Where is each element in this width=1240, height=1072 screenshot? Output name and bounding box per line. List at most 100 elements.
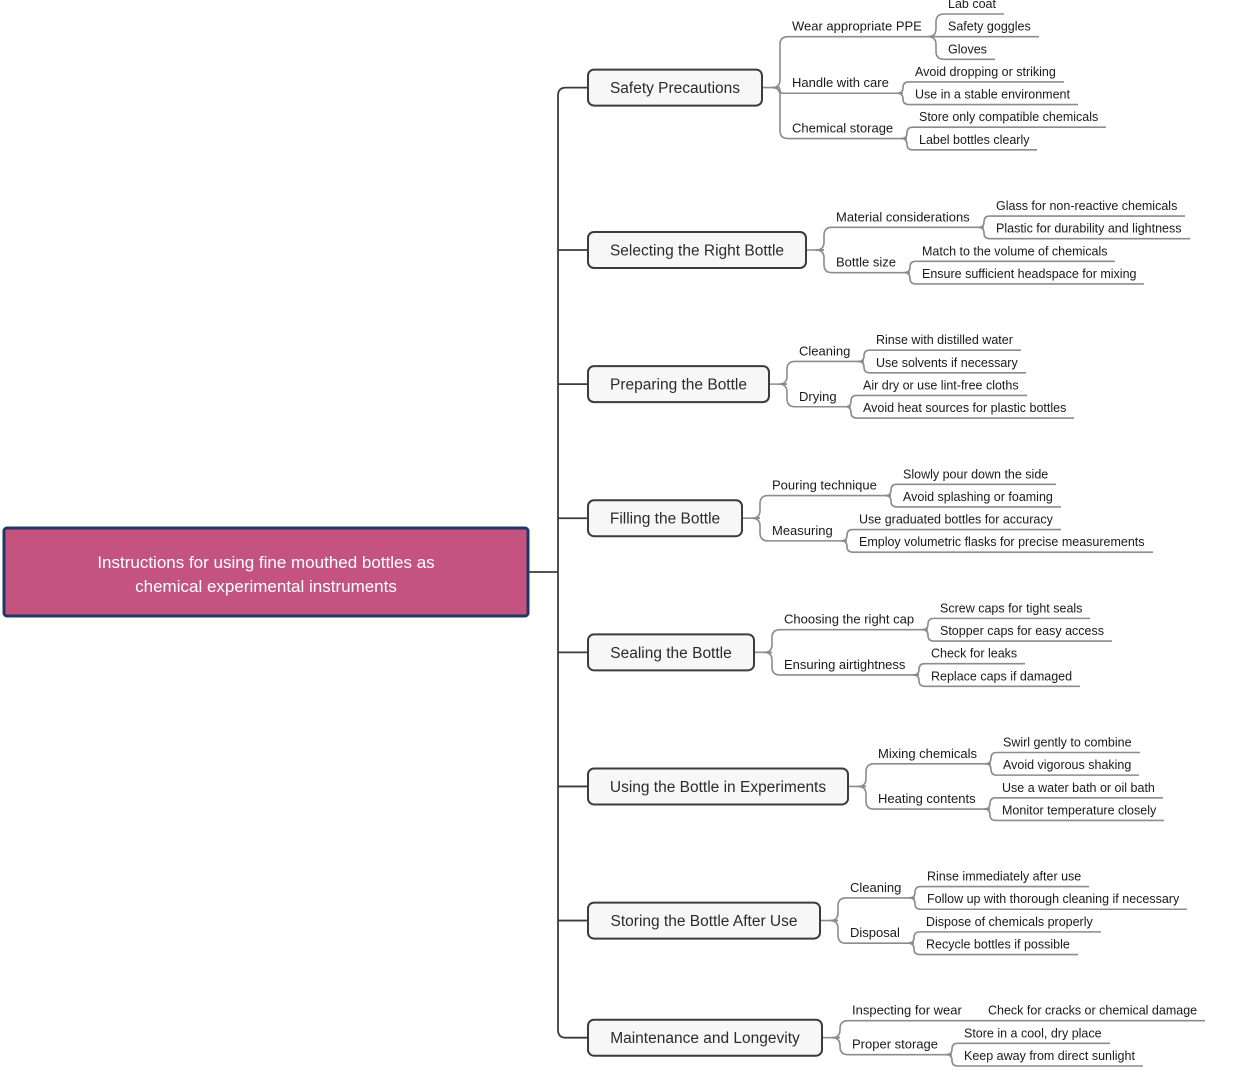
mindmap-node-level3[interactable]: Swirl gently to combine [1003,735,1132,749]
level3-label: Replace caps if damaged [931,669,1072,683]
mindmap-node-level3[interactable]: Avoid splashing or foaming [903,490,1053,504]
level3-connector [900,137,1037,151]
mindmap-node-level1[interactable]: Selecting the Right Bottle [587,231,807,270]
mindmap-node-level3[interactable]: Store only compatible chemicals [919,110,1098,124]
mindmap-node-level3[interactable]: Avoid dropping or striking [915,65,1056,79]
level3-label: Lab coat [948,0,996,11]
mindmap-node-level3[interactable]: Check for cracks or chemical damage [988,1004,1197,1018]
mindmap-node-level3[interactable]: Rinse immediately after use [927,870,1081,884]
mindmap-node-level2[interactable]: Chemical storage [792,121,893,136]
level3-connector [908,897,1187,911]
mindmap-node-level1[interactable]: Storing the Bottle After Use [587,901,821,940]
level3-connector [896,92,1078,106]
mindmap-node-level3[interactable]: Follow up with thorough cleaning if nece… [927,892,1180,906]
level3-label: Store only compatible chemicals [919,110,1098,124]
mindmap-node-level3[interactable]: Ensure sufficient headspace for mixing [922,267,1137,281]
mindmap-node-level3[interactable]: Gloves [948,42,987,56]
mindmap-node-level3[interactable]: Screw caps for tight seals [940,601,1082,615]
mindmap-node-level3[interactable]: Lab coat [948,0,996,11]
level3-connector [907,942,1078,956]
level3-label: Match to the volume of chemicals [922,244,1108,258]
level1-box[interactable] [587,1018,823,1057]
mindmap-node-level2[interactable]: Ensuring airtightness [784,657,906,672]
mindmap-node-level1[interactable]: Preparing the Bottle [587,365,770,404]
level3-label: Follow up with thorough cleaning if nece… [927,892,1180,906]
mindmap-node-level3[interactable]: Plastic for durability and lightness [996,222,1182,236]
level1-box[interactable] [587,231,807,270]
level1-box[interactable] [587,767,849,806]
mindmap-node-level3[interactable]: Employ volumetric flasks for precise mea… [859,535,1145,549]
mindmap-node-level3[interactable]: Keep away from direct sunlight [964,1049,1135,1063]
root-box[interactable] [2,526,530,618]
mindmap-node-level1[interactable]: Safety Precautions [587,68,763,107]
mindmap-node-level3[interactable]: Rinse with distilled water [876,333,1013,347]
mindmap-node-level3[interactable]: Safety goggles [948,20,1031,34]
mindmap-node-level2[interactable]: Wear appropriate PPE [792,19,922,34]
level3-label: Avoid vigorous shaking [1003,758,1131,772]
level1-box[interactable] [587,499,743,538]
mindmap-node-level3[interactable]: Stopper caps for easy access [940,624,1104,638]
level2-connector [763,628,928,654]
root-label-line1: Instructions for using fine mouthed bott… [97,553,434,572]
mindmap-node-level3[interactable]: Slowly pour down the side [903,467,1048,481]
mindmap-node-level3[interactable]: Use in a stable environment [915,88,1070,102]
mindmap-node-level3[interactable]: Match to the volume of chemicals [922,244,1108,258]
level2-label: Choosing the right cap [784,612,914,627]
mindmap-node-level3[interactable]: Check for leaks [931,647,1017,661]
mindmap-node-level2[interactable]: Drying [799,389,837,404]
level1-box[interactable] [587,365,770,404]
mindmap-node-level2[interactable]: Handle with care [792,75,889,90]
mindmap-node-level3[interactable]: Avoid vigorous shaking [1003,758,1131,772]
mindmap-node-level2[interactable]: Bottle size [836,255,896,270]
mindmap-node-level3[interactable]: Replace caps if damaged [931,669,1072,683]
mindmap-node-level2[interactable]: Cleaning [799,343,850,358]
mindmap-node-level2[interactable]: Choosing the right cap [784,612,914,627]
mindmap-node-level3[interactable]: Air dry or use lint-free cloths [863,378,1019,392]
mindmap-node-level2[interactable]: Material considerations [836,209,970,224]
level2-label: Chemical storage [792,121,893,136]
mindmap-node-level3[interactable]: Label bottles clearly [919,133,1030,147]
mindmap-node-level2[interactable]: Mixing chemicals [878,746,977,761]
mindmap-node-level3[interactable]: Store in a cool, dry place [964,1026,1102,1040]
level1-box[interactable] [587,901,821,940]
mindmap-node-level2[interactable]: Heating contents [878,791,976,806]
level2-label: Measuring [772,523,833,538]
level3-label: Dispose of chemicals properly [926,915,1093,929]
level2-label: Ensuring airtightness [784,657,906,672]
mindmap-node-level1[interactable]: Maintenance and Longevity [587,1018,823,1057]
level3-label: Rinse immediately after use [927,870,1081,884]
level1-box[interactable] [587,633,755,672]
level3-connector [857,360,1026,374]
mindmap-node-level3[interactable]: Avoid heat sources for plastic bottles [863,401,1066,415]
mindmap-node-level2[interactable]: Disposal [850,925,900,940]
mindmap-root-node[interactable]: Instructions for using fine mouthed bott… [2,526,530,618]
mindmap-node-level3[interactable]: Use a water bath or oil bath [1002,781,1155,795]
level2-connector [857,763,991,788]
mindmap-node-level2[interactable]: Proper storage [852,1037,938,1052]
mindmap-node-level3[interactable]: Monitor temperature closely [1002,803,1157,817]
level3-label: Check for cracks or chemical damage [988,1004,1197,1018]
mindmap-node-level3[interactable]: Glass for non-reactive chemicals [996,199,1177,213]
level2-label: Heating contents [878,791,976,806]
mindmap-node-level2[interactable]: Cleaning [850,880,901,895]
mindmap-node-level1[interactable]: Using the Bottle in Experiments [587,767,849,806]
mindmap-node-level3[interactable]: Use solvents if necessary [876,356,1018,370]
mindmap-node-level1[interactable]: Filling the Bottle [587,499,743,538]
mindmap-node-level2[interactable]: Inspecting for wear [852,1003,963,1018]
level3-connector [977,226,1190,240]
level2-label: Pouring technique [772,478,877,493]
mindmap-node-level3[interactable]: Recycle bottles if possible [926,938,1070,952]
mindmap-node-level3[interactable]: Use graduated bottles for accuracy [859,513,1054,527]
mindmap-node-level1[interactable]: Sealing the Bottle [587,633,755,672]
level3-connector [927,35,995,61]
level2-connector [829,919,914,945]
level2-connector [751,517,847,542]
mindmap-node-level2[interactable]: Pouring technique [772,478,877,493]
level1-box[interactable] [587,68,763,107]
level2-label: Material considerations [836,209,970,224]
mindmap-node-level3[interactable]: Dispose of chemicals properly [926,915,1093,929]
level3-label: Swirl gently to combine [1003,735,1132,749]
level2-label: Wear appropriate PPE [792,19,922,34]
mindmap-node-level2[interactable]: Measuring [772,523,833,538]
